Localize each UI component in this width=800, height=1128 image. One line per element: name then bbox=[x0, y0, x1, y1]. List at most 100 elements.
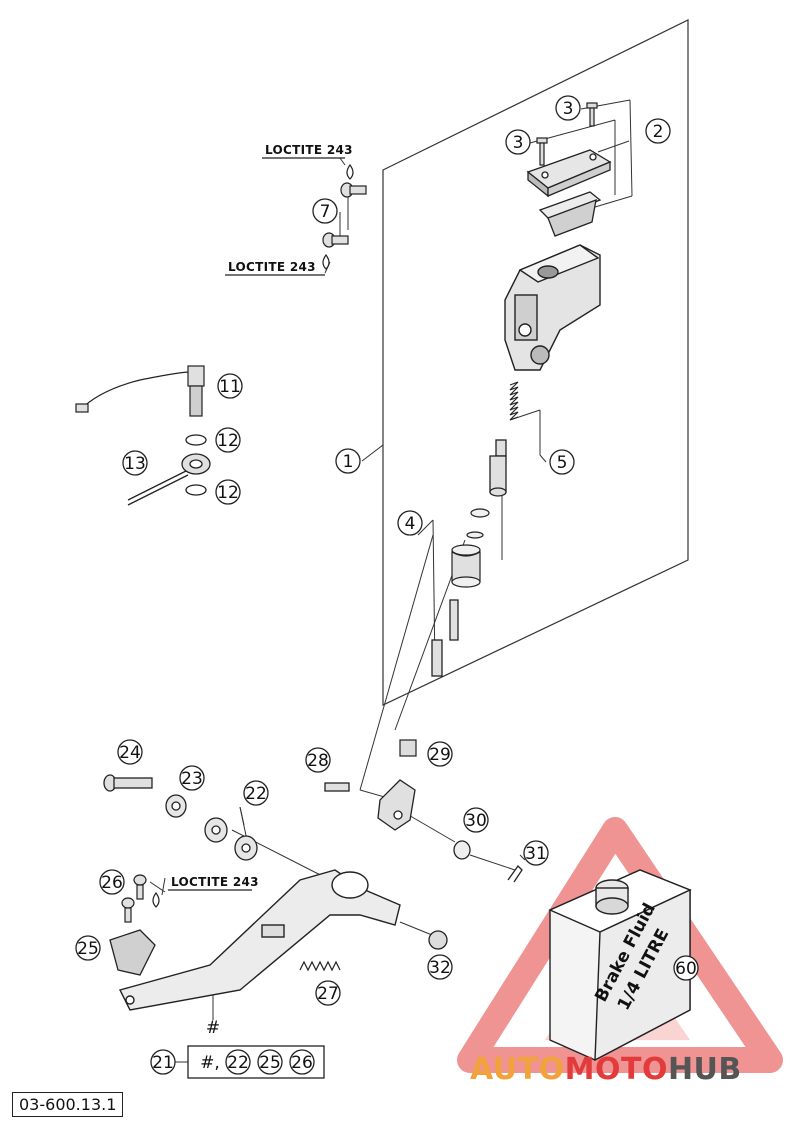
callout-7: 7 bbox=[312, 198, 338, 224]
callout-13: 13 bbox=[122, 450, 148, 476]
callout-25: 25 bbox=[257, 1049, 283, 1075]
callout-number: 5 bbox=[557, 453, 568, 473]
callout-number: 2 bbox=[653, 122, 664, 142]
callout-31: 31 bbox=[523, 840, 549, 866]
callout-number: 30 bbox=[465, 811, 487, 831]
callout-circle bbox=[549, 449, 575, 475]
callout-number: 24 bbox=[119, 743, 141, 763]
callout-number: 26 bbox=[291, 1053, 313, 1073]
callout-number: 28 bbox=[307, 751, 329, 771]
callout-number: 25 bbox=[259, 1053, 281, 1073]
callout-11: 11 bbox=[217, 373, 243, 399]
clevis-28 bbox=[324, 779, 416, 831]
callout-circle bbox=[225, 1049, 251, 1075]
callout-23: 23 bbox=[179, 765, 205, 791]
pedal-step-25 bbox=[109, 929, 156, 976]
callout-circle bbox=[427, 741, 453, 767]
callout-12: 12 bbox=[215, 427, 241, 453]
callout-circle bbox=[335, 448, 361, 474]
callout-number: 11 bbox=[219, 377, 241, 397]
callout-circle bbox=[505, 129, 531, 155]
callout-12: 12 bbox=[215, 479, 241, 505]
callout-circle bbox=[257, 1049, 283, 1075]
reservoir-diaphragm bbox=[538, 191, 602, 237]
callout-number: 7 bbox=[320, 202, 331, 222]
callout-number: 4 bbox=[405, 514, 416, 534]
callout-5: 5 bbox=[549, 449, 575, 475]
callout-circle bbox=[117, 739, 143, 765]
callout-28: 28 bbox=[305, 747, 331, 773]
bolt-26-bottom bbox=[121, 897, 135, 923]
callout-24: 24 bbox=[117, 739, 143, 765]
bolt-7-bottom bbox=[322, 232, 349, 248]
loctite-label: LOCTITE 243 bbox=[171, 875, 259, 889]
spring-27 bbox=[299, 960, 341, 972]
pedal-hash-mark: # bbox=[206, 1018, 220, 1038]
piston-5 bbox=[489, 439, 507, 497]
watermark-text: AUTOMOTOHUB bbox=[470, 1052, 742, 1087]
callout-60: 60 bbox=[673, 955, 699, 981]
cotter-pin-31 bbox=[507, 864, 523, 883]
callout-26: 26 bbox=[99, 869, 125, 895]
push-rod bbox=[431, 599, 459, 677]
callout-number: 60 bbox=[675, 959, 697, 979]
callout-circle bbox=[463, 807, 489, 833]
callout-25: 25 bbox=[75, 935, 101, 961]
callout-27: 27 bbox=[315, 980, 341, 1006]
callout-number: 13 bbox=[124, 454, 146, 474]
callout-circle bbox=[645, 118, 671, 144]
callout-26: 26 bbox=[289, 1049, 315, 1075]
watermark-moto: MOTO bbox=[564, 1052, 668, 1087]
callout-29: 29 bbox=[427, 741, 453, 767]
callout-1: 1 bbox=[335, 448, 361, 474]
washer-23 bbox=[165, 794, 187, 818]
callout-number: 27 bbox=[317, 984, 339, 1004]
callout-2: 2 bbox=[645, 118, 671, 144]
callout-number: 3 bbox=[563, 99, 574, 119]
callout-30: 30 bbox=[463, 807, 489, 833]
callout-circle bbox=[397, 510, 423, 536]
assembly-frame bbox=[382, 19, 689, 706]
bolt-26-top bbox=[133, 874, 147, 900]
callout-number: 1 bbox=[343, 452, 354, 472]
callout-3: 3 bbox=[505, 129, 531, 155]
screw-3-top bbox=[586, 102, 598, 127]
loctite-drop-icons bbox=[152, 163, 354, 908]
callout-circle bbox=[427, 954, 453, 980]
callout-circle bbox=[215, 479, 241, 505]
callout-4: 4 bbox=[397, 510, 423, 536]
callout-circle bbox=[150, 1049, 176, 1075]
loctite-label: LOCTITE 243 bbox=[228, 260, 316, 274]
nut-29 bbox=[399, 739, 417, 757]
reservoir-cover-2 bbox=[526, 149, 612, 198]
callout-number: 26 bbox=[101, 873, 123, 893]
washer-12 bbox=[185, 434, 207, 496]
screw-3-left bbox=[536, 137, 548, 166]
bolt-24 bbox=[103, 774, 153, 792]
washer-30 bbox=[453, 840, 471, 860]
callout-circle bbox=[673, 955, 699, 981]
callout-circle bbox=[555, 95, 581, 121]
watermark-hub: HUB bbox=[667, 1052, 742, 1087]
master-cylinder-body bbox=[504, 244, 601, 371]
callout-number: 3 bbox=[513, 133, 524, 153]
loctite-underlines bbox=[168, 157, 345, 891]
callout-circle bbox=[305, 747, 331, 773]
callout-number: 32 bbox=[429, 958, 451, 978]
callout-21: 21 bbox=[150, 1049, 176, 1075]
banjo-fitting-13 bbox=[127, 453, 211, 506]
bushing-22 bbox=[204, 817, 258, 861]
brake-pedal-21 bbox=[118, 869, 401, 1011]
callout-circle bbox=[75, 935, 101, 961]
callout-number: 12 bbox=[217, 431, 239, 451]
bolt-7-top bbox=[340, 182, 367, 198]
kit-hash-mark: #, bbox=[200, 1053, 220, 1073]
callout-number: 22 bbox=[227, 1053, 249, 1073]
callout-number: 21 bbox=[152, 1053, 174, 1073]
callout-3: 3 bbox=[555, 95, 581, 121]
callout-circle bbox=[289, 1049, 315, 1075]
callout-circle bbox=[217, 373, 243, 399]
callout-circle bbox=[179, 765, 205, 791]
callout-circle bbox=[312, 198, 338, 224]
